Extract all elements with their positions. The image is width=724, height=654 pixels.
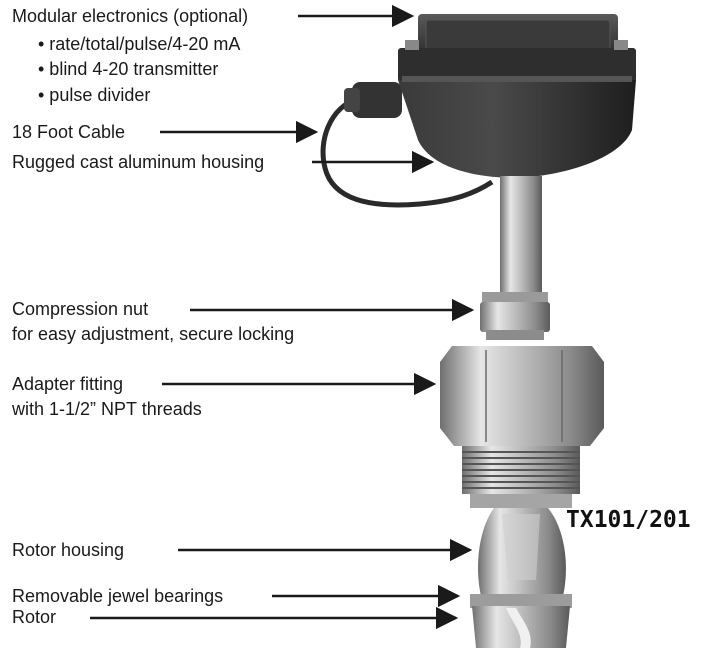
callout-option-pulse-divider: • pulse divider	[38, 85, 151, 105]
stem	[500, 176, 542, 294]
callout-jewel-bearings: Removable jewel bearings	[12, 586, 224, 606]
callout-option-rate-total: • rate/total/pulse/4-20 mA	[38, 34, 241, 54]
compression-nut	[480, 292, 550, 340]
callout-rotor-housing: Rotor housing	[12, 540, 125, 560]
callout-cable: 18 Foot Cable	[12, 122, 126, 142]
cable	[320, 95, 494, 208]
callout-compression-nut-desc: for easy adjustment, secure locking	[12, 324, 295, 344]
callout-modular-electronics: Modular electronics (optional)	[12, 6, 249, 26]
callout-rotor: Rotor	[12, 607, 57, 627]
callout-adapter-fitting: Adapter fitting	[12, 374, 124, 394]
callout-housing: Rugged cast aluminum housing	[12, 152, 265, 172]
callout-option-blind-transmitter: • blind 4-20 transmitter	[38, 59, 219, 79]
adapter-fitting	[440, 346, 604, 446]
cable-gland	[344, 82, 402, 118]
electronics-lid	[398, 14, 636, 82]
leader-lines	[90, 4, 475, 630]
rotor-housing	[478, 508, 566, 600]
model-name: TX101/201	[566, 507, 691, 533]
npt-threads	[462, 446, 580, 508]
aluminum-housing	[398, 80, 636, 178]
rotor	[470, 594, 572, 648]
callout-compression-nut: Compression nut	[12, 299, 149, 319]
callout-adapter-fitting-desc: with 1-1/2” NPT threads	[12, 399, 202, 419]
